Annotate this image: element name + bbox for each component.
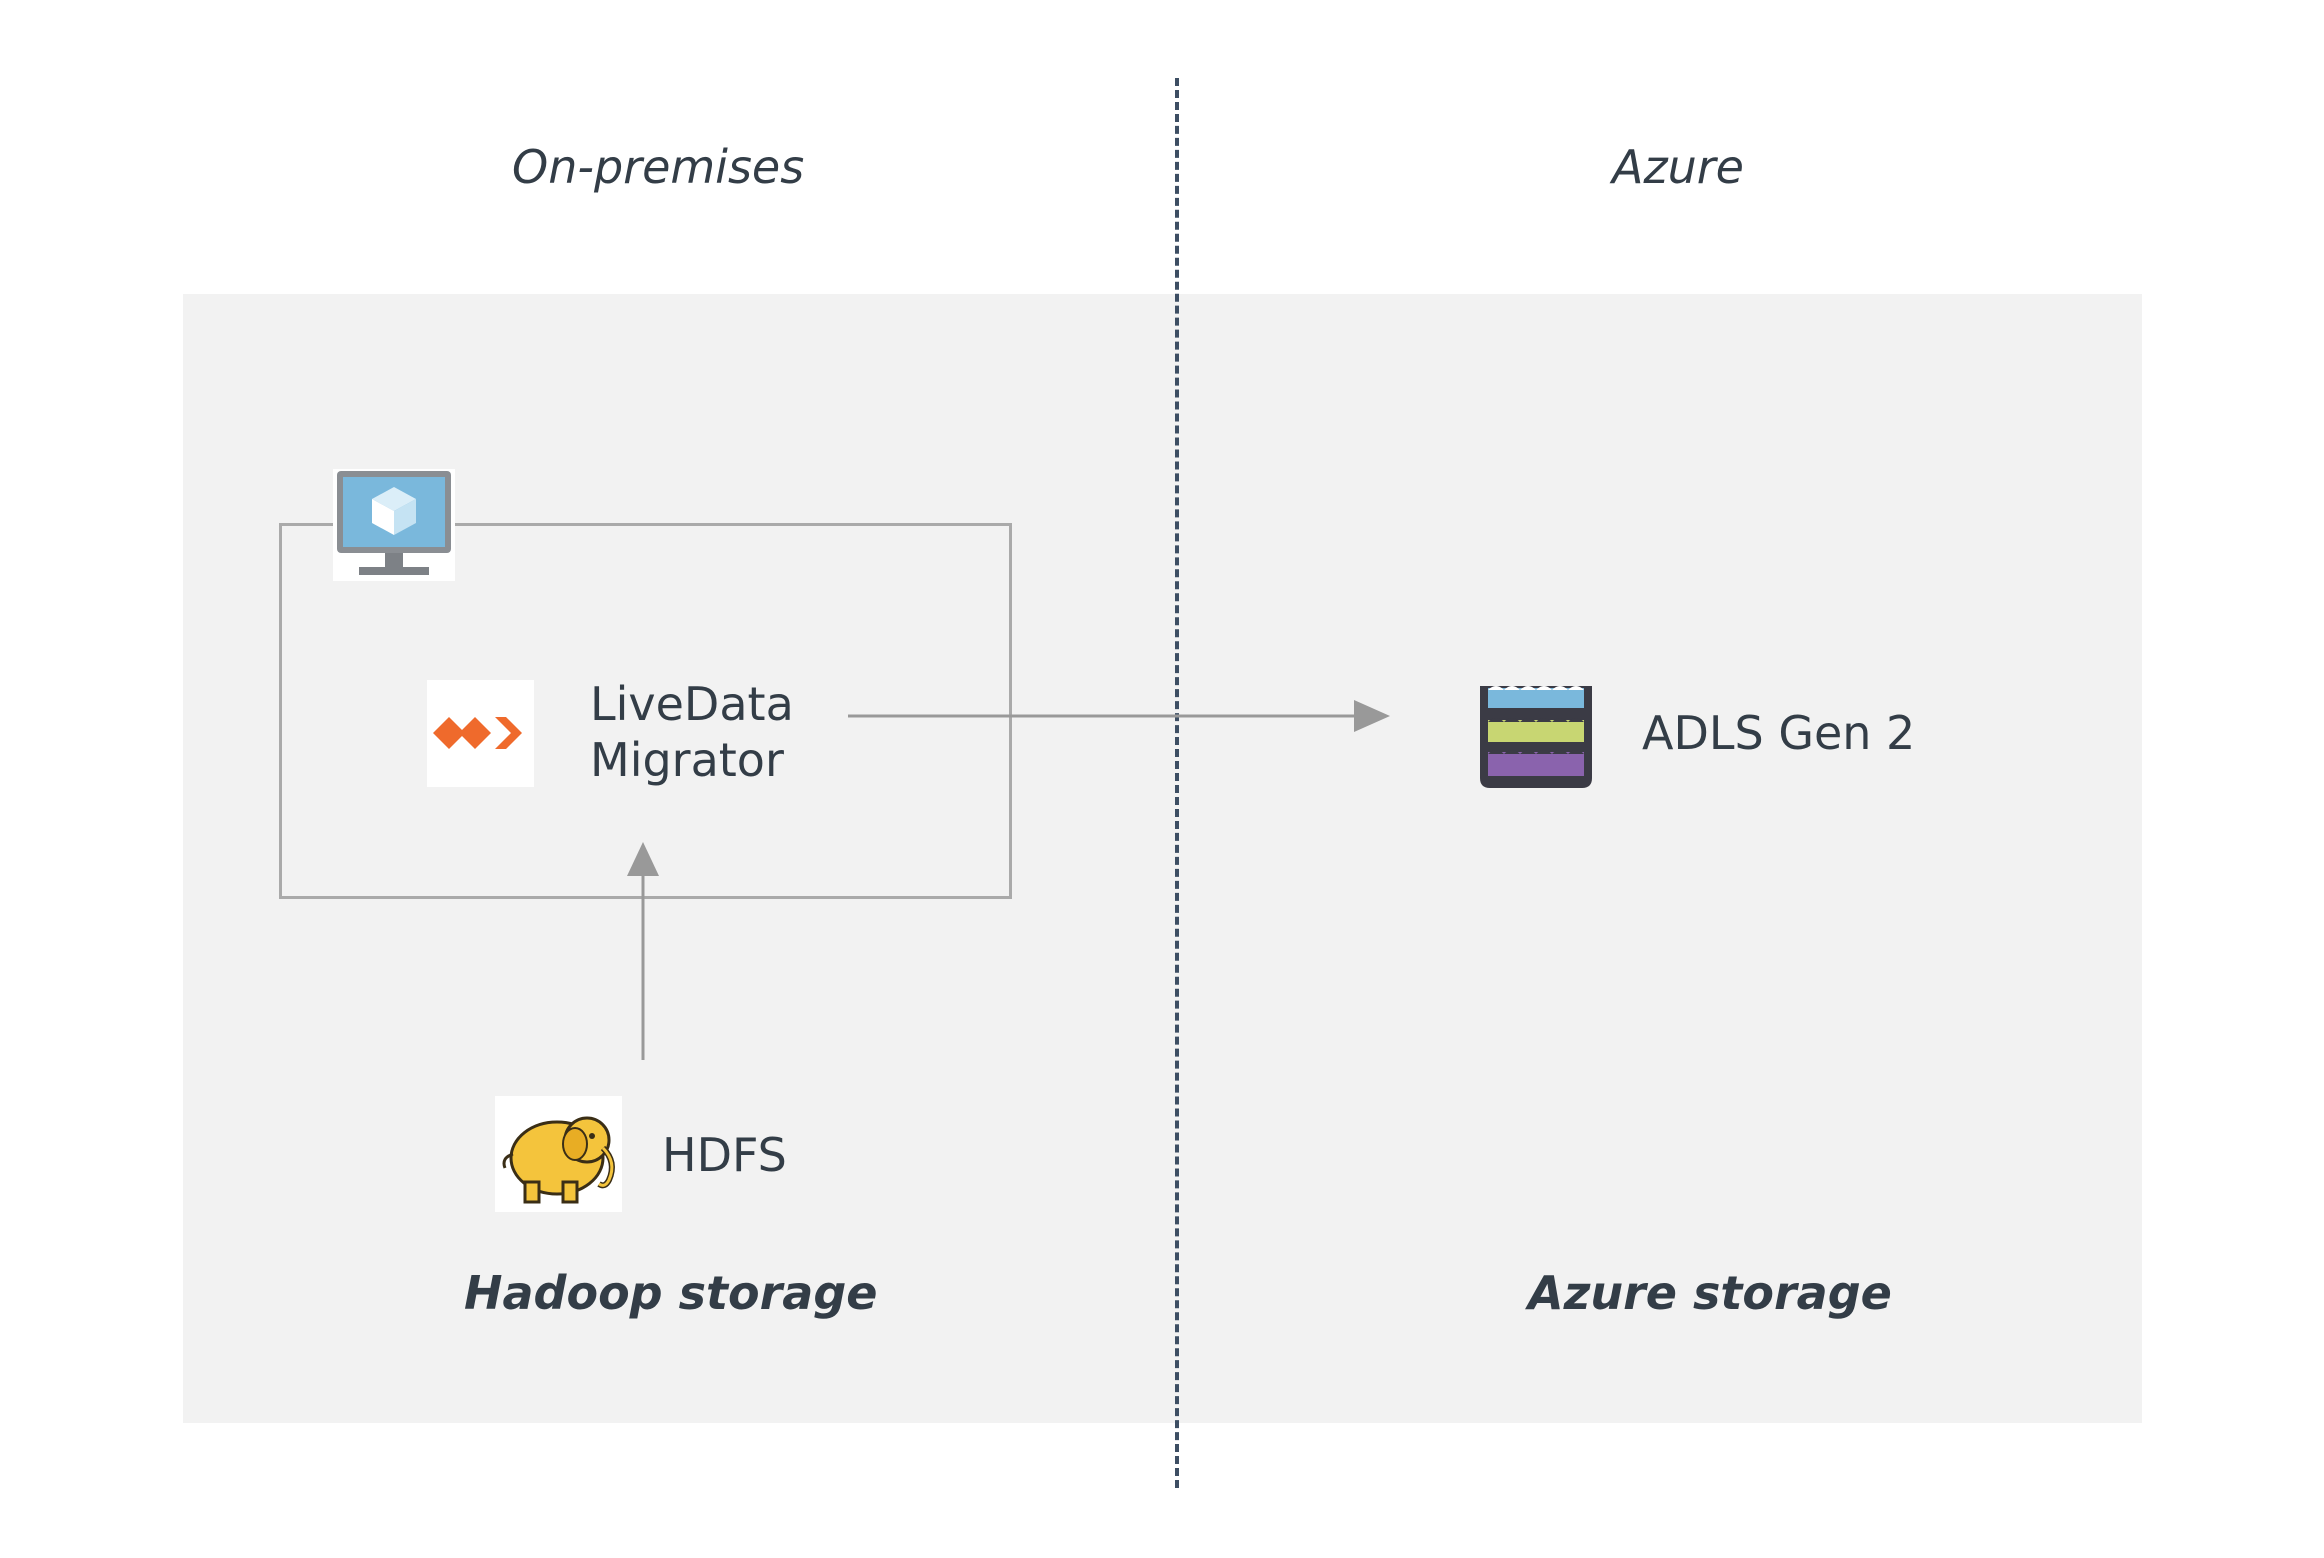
hadoop-storage-label: Hadoop storage (464, 1266, 878, 1320)
livedata-migrator-logo-icon (427, 680, 534, 787)
on-premises-title: On-premises (512, 140, 805, 194)
migrator-to-adls-arrowhead (1354, 700, 1390, 732)
migrator-label-line2: Migrator (590, 733, 784, 787)
vm-container-box (279, 523, 1012, 899)
hdfs-to-migrator-arrowhead (627, 842, 659, 876)
azure-storage-label: Azure storage (1528, 1266, 1892, 1320)
virtual-machine-icon (333, 469, 455, 581)
diagram-panel (183, 294, 2142, 1423)
azure-title: Azure (1612, 140, 1744, 194)
hadoop-elephant-icon (495, 1096, 622, 1212)
migrator-label-line1: LiveData (590, 677, 794, 731)
zone-divider (1175, 78, 1179, 1488)
hdfs-label: HDFS (662, 1128, 787, 1182)
data-lake-storage-icon (1476, 680, 1596, 790)
adls-label: ADLS Gen 2 (1642, 706, 1916, 760)
